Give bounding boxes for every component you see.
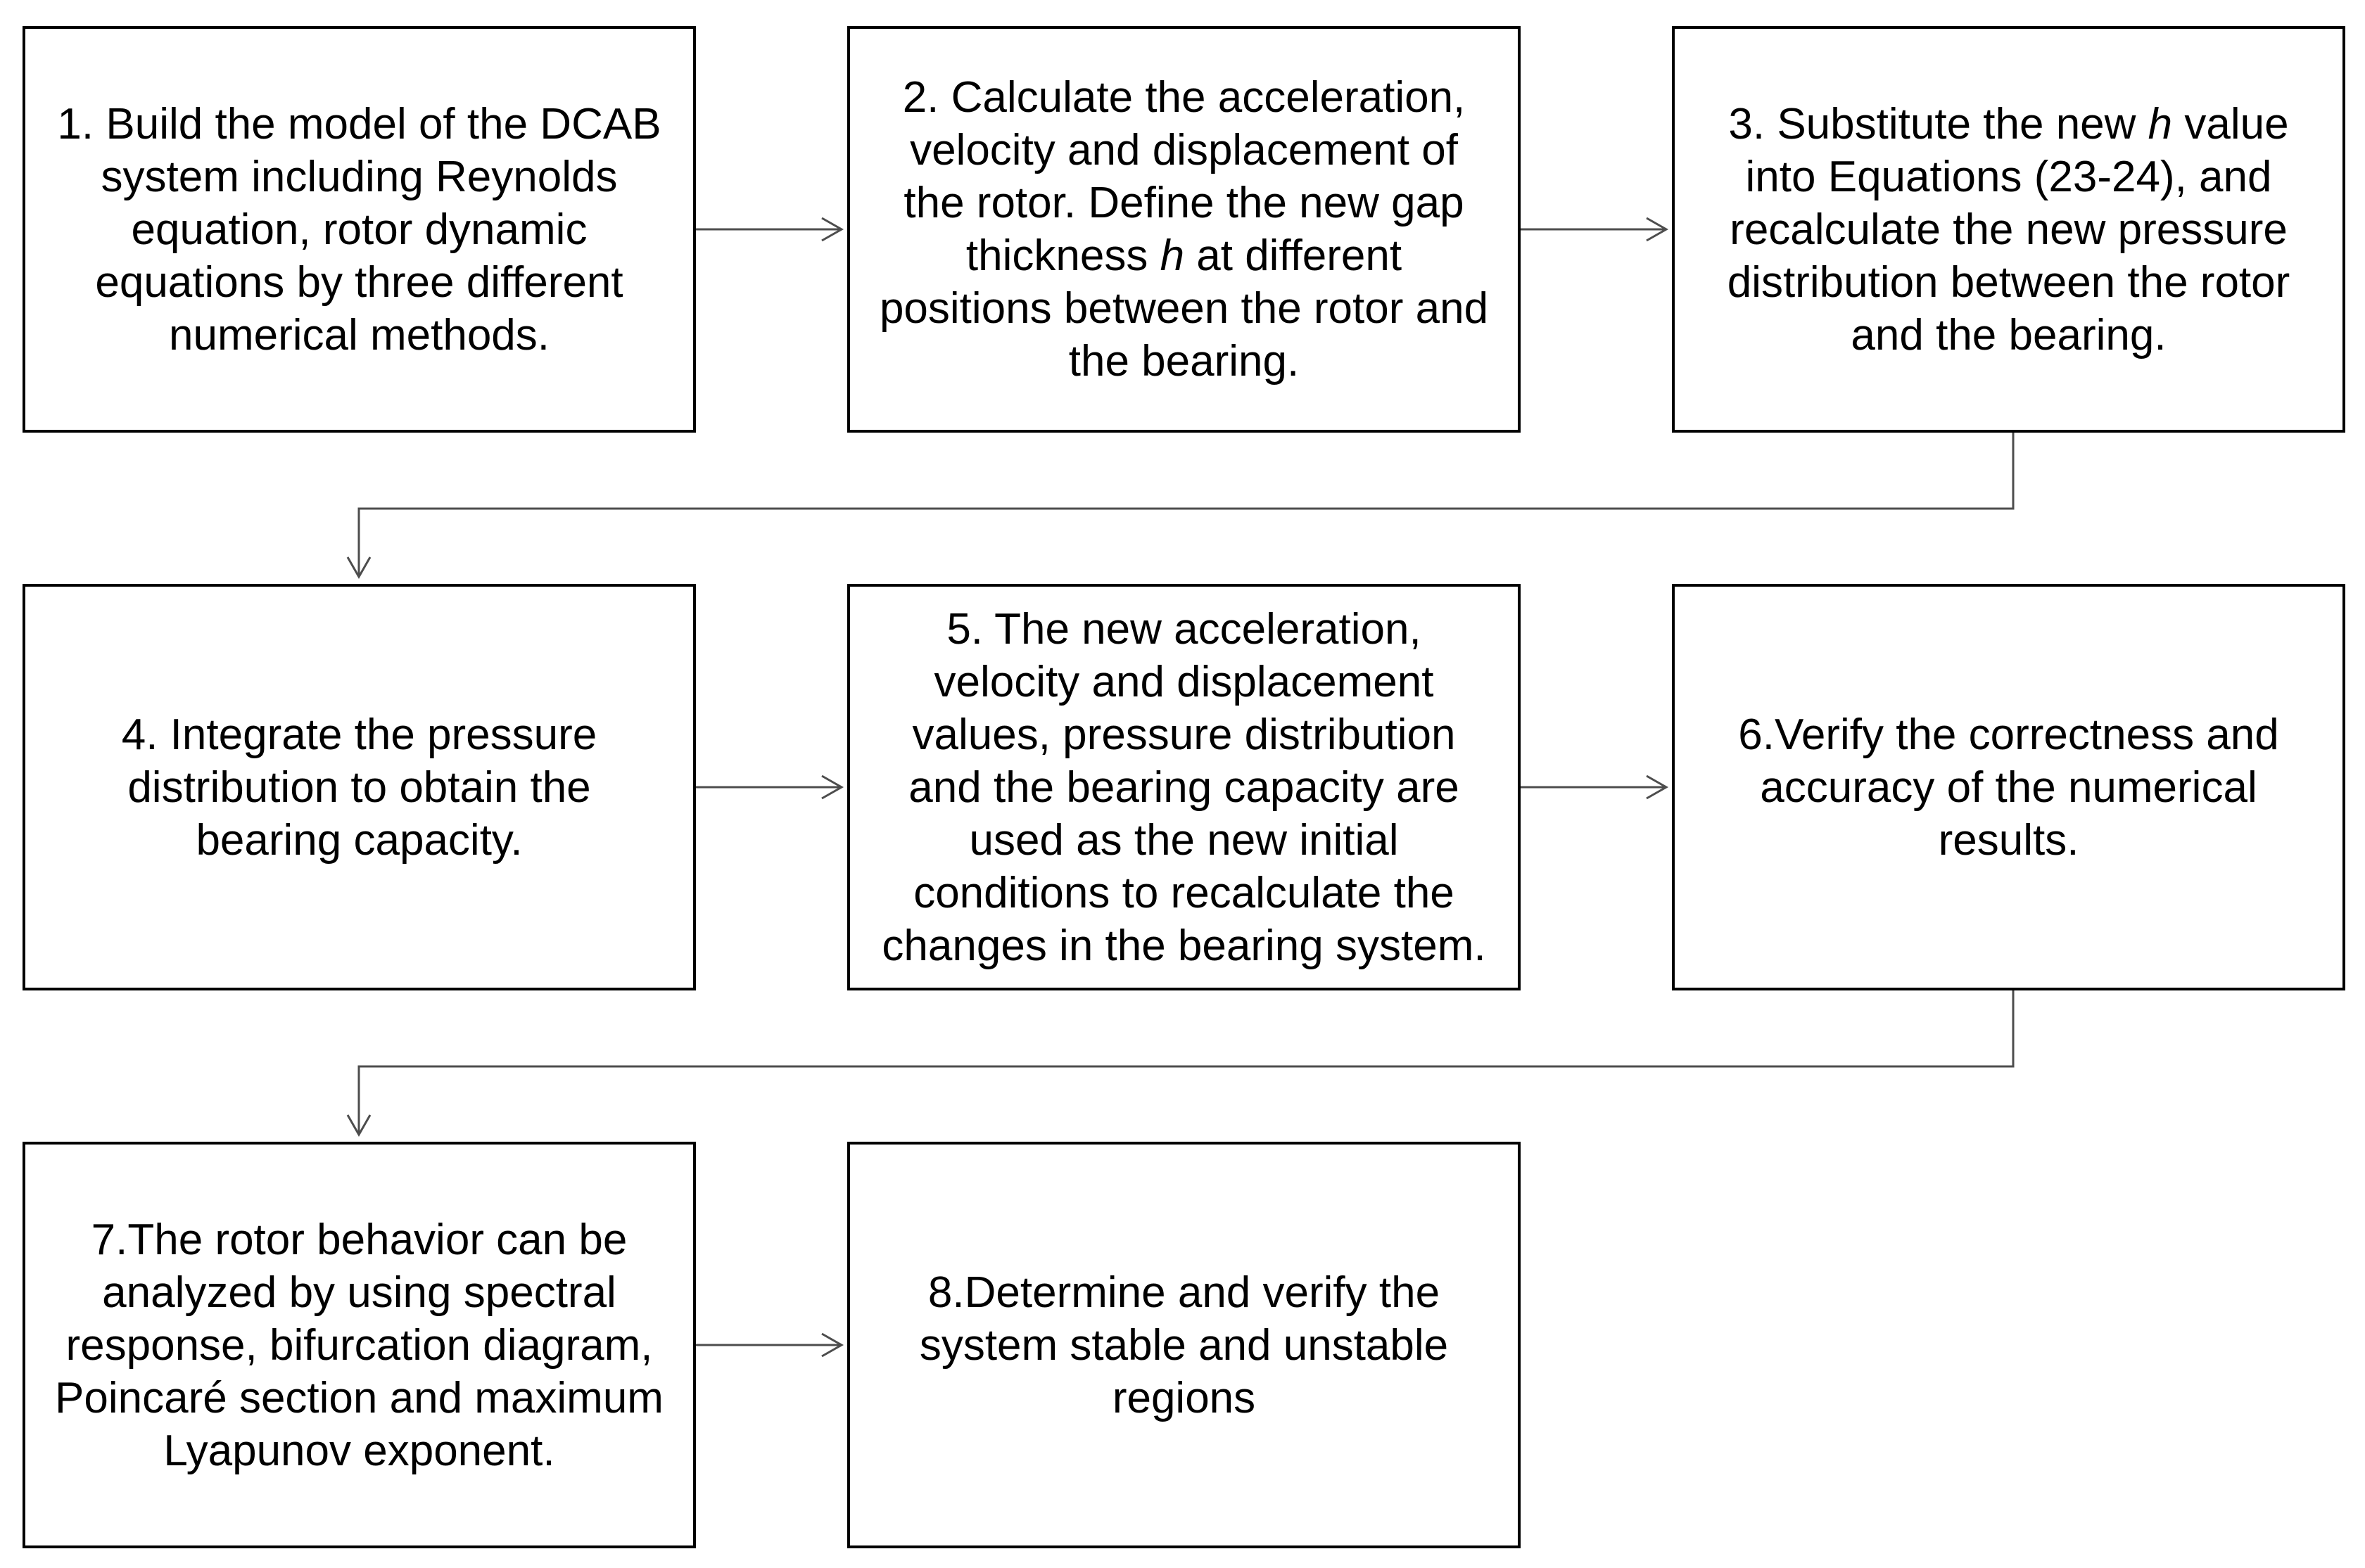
step-7-text: 7.The rotor behavior can be analyzed by … bbox=[55, 1215, 664, 1475]
step-6-box: 6.Verify the correctness and accuracy of… bbox=[1672, 584, 2345, 990]
step-6-text: 6.Verify the correctness and accuracy of… bbox=[1738, 710, 2279, 865]
arrow-step2-to-step3 bbox=[1521, 217, 1669, 242]
step-8-text: 8.Determine and verify the system stable… bbox=[919, 1268, 1449, 1422]
step-3-variable-h: h bbox=[2148, 99, 2173, 148]
arrow-step5-to-step6 bbox=[1521, 775, 1669, 800]
arrow-step3-to-step4 bbox=[346, 433, 2015, 580]
step-1-box: 1. Build the model of the DCAB system in… bbox=[23, 26, 696, 433]
step-2-box: 2. Calculate the acceleration, velocity … bbox=[847, 26, 1521, 433]
step-2-text-after: at different positions between the rotor… bbox=[879, 231, 1489, 385]
step-5-text: 5. The new acceleration, velocity and di… bbox=[882, 604, 1486, 970]
step-4-text: 4. Integrate the pressure distribution t… bbox=[121, 710, 597, 865]
arrow-step7-to-step8 bbox=[696, 1332, 844, 1358]
step-2-text: 2. Calculate the acceleration, velocity … bbox=[878, 71, 1490, 388]
step-3-text: 3. Substitute the new h value into Equat… bbox=[1703, 98, 2314, 362]
step-2-variable-h: h bbox=[1160, 231, 1185, 280]
arrow-step1-to-step2 bbox=[696, 217, 844, 242]
step-2-text-before: 2. Calculate the acceleration, velocity … bbox=[902, 73, 1466, 280]
arrow-step6-to-step7 bbox=[346, 990, 2015, 1137]
step-1-text: 1. Build the model of the DCAB system in… bbox=[57, 99, 661, 359]
step-4-box: 4. Integrate the pressure distribution t… bbox=[23, 584, 696, 990]
step-3-text-before: 3. Substitute the new bbox=[1728, 99, 2148, 148]
step-5-box: 5. The new acceleration, velocity and di… bbox=[847, 584, 1521, 990]
step-7-box: 7.The rotor behavior can be analyzed by … bbox=[23, 1142, 696, 1548]
step-3-text-after: value into Equations (23-24), and recalc… bbox=[1727, 99, 2290, 359]
arrow-step4-to-step5 bbox=[696, 775, 844, 800]
step-8-box: 8.Determine and verify the system stable… bbox=[847, 1142, 1521, 1548]
step-3-box: 3. Substitute the new h value into Equat… bbox=[1672, 26, 2345, 433]
